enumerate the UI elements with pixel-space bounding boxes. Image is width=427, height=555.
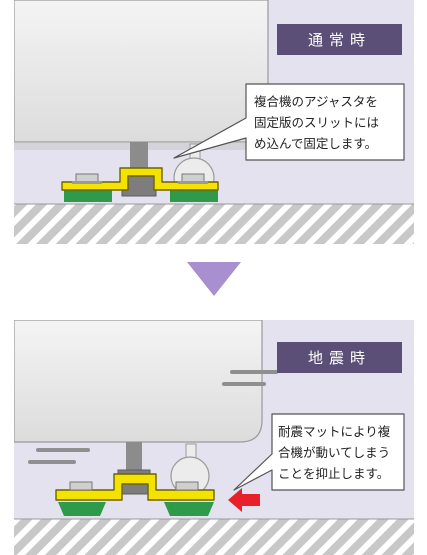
earthquake-state-panel: 地震時 耐震マットにより複 合機が動いてしまう ことを抑止します。 (14, 320, 414, 555)
fixing-plate (61, 167, 219, 191)
normal-state-illustration: 通常時 複合機のアジャスタを 固定版のスリットには め込んで固定します。 (14, 0, 414, 244)
callout-bubble (233, 413, 405, 491)
seismic-mat-right (170, 190, 218, 202)
callout-line-1: 複合機のアジャスタを (254, 94, 378, 109)
callout-line-2: 合機が動いてしまう (278, 445, 390, 460)
state-badge (277, 342, 402, 373)
callout-bubble (173, 83, 405, 161)
state-badge (277, 24, 402, 55)
callout-line-3: め込んで固定します。 (254, 136, 377, 151)
transition-arrow-icon (187, 262, 241, 296)
seismic-mat-right (164, 502, 214, 516)
shake-lines (28, 370, 278, 464)
seismic-mat-left (64, 190, 112, 202)
floor-hatching (14, 204, 414, 244)
earthquake-state-illustration: 地震時 耐震マットにより複 合機が動いてしまう ことを抑止します。 (14, 320, 414, 555)
fixing-plate (55, 473, 215, 501)
callout-line-2: 固定版のスリットには (254, 115, 379, 130)
callout-line-1: 耐震マットにより複 (278, 424, 391, 439)
floor-hatching (14, 519, 414, 555)
movement-stop-arrow-icon (228, 488, 260, 512)
seismic-mat-left (58, 502, 106, 516)
copier-body (14, 320, 263, 443)
state-badge-label: 通常時 (308, 31, 371, 49)
state-badge-label: 地震時 (308, 349, 371, 367)
adjuster-shaft (130, 142, 148, 172)
callout-line-3: ことを抑止します。 (278, 466, 389, 481)
adjuster-shaft (126, 442, 142, 470)
normal-state-panel: 通常時 複合機のアジャスタを 固定版のスリットには め込んで固定します。 (14, 0, 414, 244)
copier-body (14, 0, 269, 143)
